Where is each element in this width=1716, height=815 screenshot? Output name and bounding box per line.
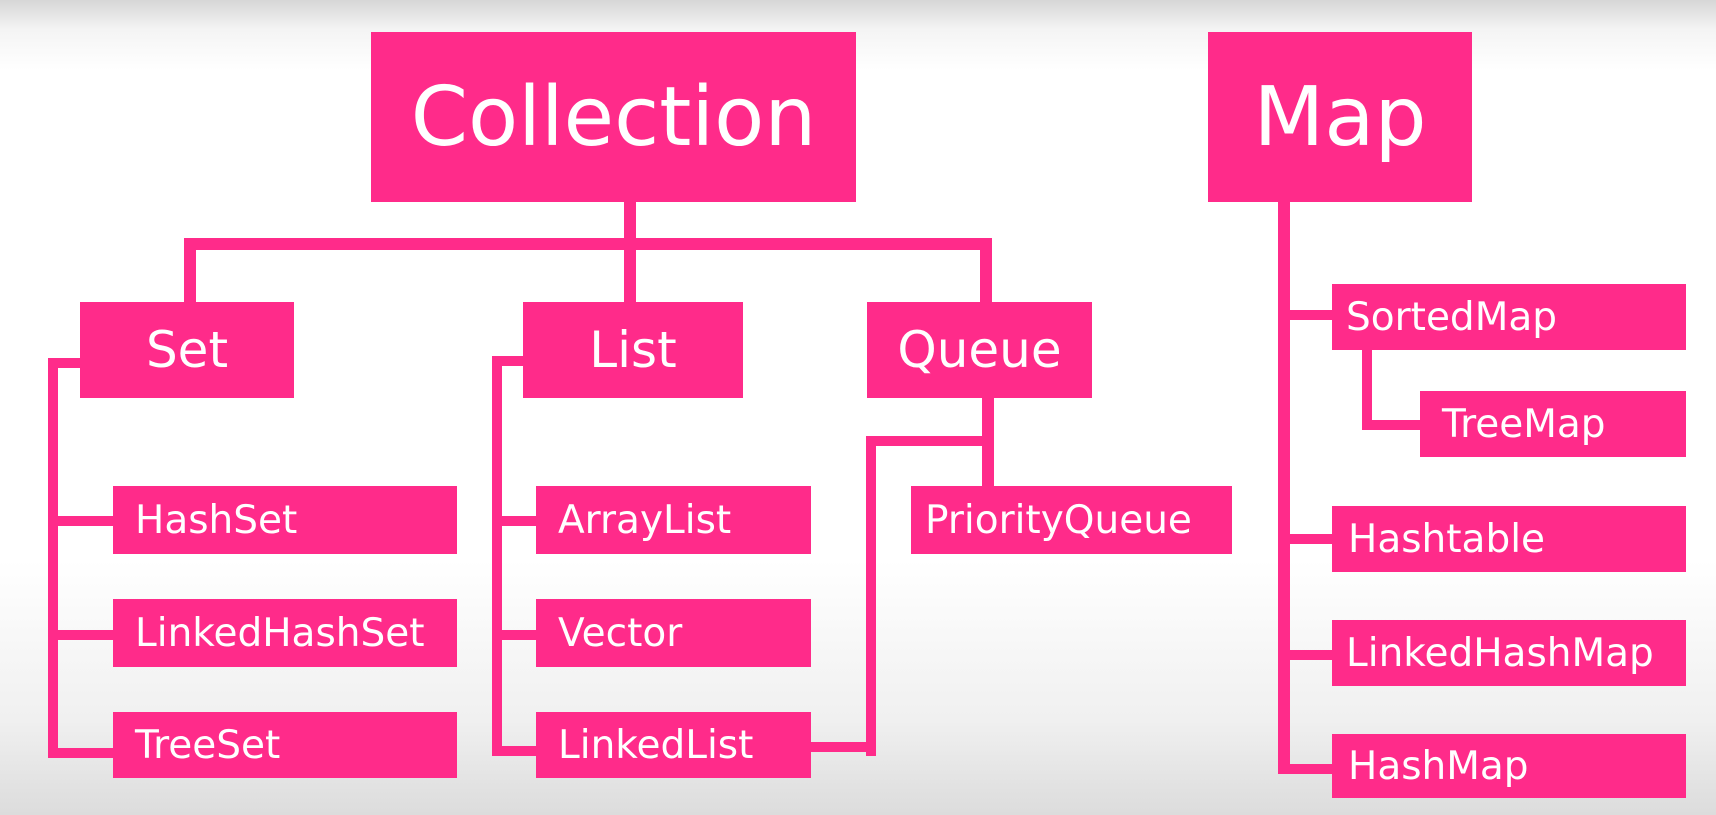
connector-linkedlist-to-queue bbox=[810, 742, 876, 752]
hashtable-box: Hashtable bbox=[1332, 506, 1686, 572]
linkedhashmap-box: LinkedHashMap bbox=[1332, 620, 1686, 686]
connector-sortedmap-treemap bbox=[1362, 420, 1422, 430]
list-box: List bbox=[523, 302, 743, 398]
connector-map-spine bbox=[1278, 200, 1290, 774]
connector-map-linkedhashmap bbox=[1278, 650, 1334, 660]
hashset-box: HashSet bbox=[113, 486, 457, 554]
queue-box: Queue bbox=[867, 302, 1092, 398]
connector-sortedmap-spine bbox=[1362, 348, 1372, 430]
treeset-box: TreeSet bbox=[113, 712, 457, 778]
connector-set-spine bbox=[48, 358, 58, 758]
connector-map-hashtable bbox=[1278, 534, 1334, 544]
connector-set-hashset bbox=[48, 516, 114, 526]
connector-map-sortedmap bbox=[1278, 310, 1334, 320]
connector-collection-bar bbox=[184, 238, 992, 250]
connector-list-spine bbox=[492, 356, 502, 756]
connector-queue-to-linkedlist bbox=[866, 436, 876, 756]
hashmap-box: HashMap bbox=[1332, 734, 1686, 798]
connector-collection-stem bbox=[624, 200, 636, 244]
map-box: Map bbox=[1208, 32, 1472, 202]
treemap-box: TreeMap bbox=[1420, 391, 1686, 457]
linkedhashset-box: LinkedHashSet bbox=[113, 599, 457, 667]
connector-set-treeset bbox=[48, 748, 114, 758]
vector-box: Vector bbox=[536, 599, 811, 667]
collection-box: Collection bbox=[371, 32, 856, 202]
arraylist-box: ArrayList bbox=[536, 486, 811, 554]
connector-set-top bbox=[48, 358, 82, 368]
connector-to-set bbox=[184, 238, 196, 304]
connector-map-hashmap bbox=[1278, 764, 1334, 774]
set-box: Set bbox=[80, 302, 294, 398]
connector-queue-bar bbox=[866, 436, 994, 446]
sortedmap-box: SortedMap bbox=[1332, 284, 1686, 350]
priorityqueue-box: PriorityQueue bbox=[911, 486, 1232, 554]
connector-set-linkedhashset bbox=[48, 630, 114, 640]
connector-to-queue bbox=[980, 238, 992, 304]
connector-to-list bbox=[624, 238, 636, 304]
connector-list-arraylist bbox=[492, 516, 536, 526]
connector-list-top bbox=[492, 356, 524, 366]
connector-list-vector bbox=[492, 630, 536, 640]
linkedlist-box: LinkedList bbox=[536, 712, 811, 778]
connector-list-linkedlist bbox=[492, 746, 536, 756]
